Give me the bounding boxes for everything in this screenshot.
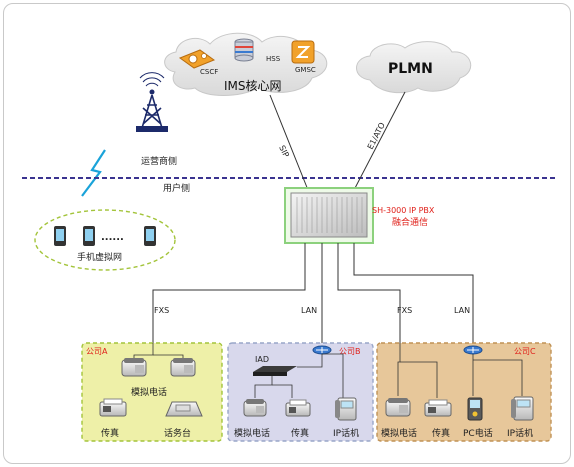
pbx-downlinks	[152, 243, 474, 345]
operator-console-icon	[165, 401, 203, 417]
cell-tower-icon	[136, 72, 168, 132]
mobile-network-label: 手机虚拟网	[77, 251, 122, 263]
cscf-label: CSCF	[200, 68, 218, 76]
sip-link	[269, 94, 309, 191]
pbx-model-label: SH-3000 IP PBX	[372, 206, 435, 215]
plmn-cloud	[356, 41, 472, 94]
router-icon	[312, 345, 332, 355]
company-b-fax-label: 传真	[291, 427, 309, 439]
router-icon	[463, 345, 483, 355]
mobile-phone-icon	[54, 226, 66, 246]
fxs-link-company-a	[152, 243, 306, 343]
company-c-pc-phone-label: PC电话	[463, 427, 493, 439]
plmn-label: PLMN	[388, 61, 433, 77]
company-c-analog-phone-label: 模拟电话	[381, 427, 417, 439]
company-a-title: 公司A	[86, 347, 108, 356]
company-b-wiring	[254, 353, 344, 398]
ims-label: IMS核心网	[224, 79, 282, 93]
fxs-label-right: FXS	[397, 306, 412, 315]
hss-database-icon	[234, 38, 254, 62]
analog-phone-icon	[121, 358, 147, 377]
company-b-ip-phone-label: IP话机	[333, 427, 359, 439]
company-b-box	[227, 342, 374, 442]
company-a-fax-label: 传真	[101, 427, 119, 439]
analog-phone-icon	[385, 398, 411, 417]
ip-phone-icon	[511, 396, 534, 421]
company-c-wiring	[397, 343, 523, 398]
e1-ato-link	[353, 91, 406, 191]
user-side-label: 用户侧	[163, 182, 190, 194]
fax-machine-icon	[424, 399, 452, 417]
mobile-virtual-network-group: ...... 手机虚拟网	[34, 209, 176, 271]
company-c-box	[376, 342, 552, 442]
gmsc-switch-icon	[291, 40, 315, 64]
company-b-analog-phone-label: 模拟电话	[234, 427, 270, 439]
company-a-analog-phone-label: 模拟电话	[131, 386, 167, 398]
fxs-link-company-c	[337, 243, 401, 343]
analog-phone-icon	[170, 358, 196, 377]
company-c-ip-phone-label: IP话机	[507, 427, 533, 439]
company-a-console-label: 话务台	[164, 427, 191, 439]
analog-phone-icon	[243, 399, 267, 417]
ellipsis-dots: ......	[101, 232, 124, 243]
fax-machine-icon	[99, 398, 127, 417]
mobile-phone-icon	[83, 226, 95, 246]
gmsc-label: GMSC	[295, 66, 316, 74]
company-b-title: 公司B	[339, 347, 361, 356]
company-c-title: 公司C	[514, 347, 536, 356]
ip-phone-icon	[335, 397, 357, 421]
operator-side-label: 运营商侧	[141, 155, 177, 167]
company-c-fax-label: 传真	[432, 427, 450, 439]
lan-link-company-c	[353, 243, 474, 345]
lan-label-mid: LAN	[301, 306, 317, 315]
cscf-icon	[178, 49, 216, 69]
pbx-subtitle-label: 融合通信	[392, 216, 428, 228]
iad-device-icon	[253, 366, 297, 376]
fax-machine-icon	[285, 399, 311, 417]
mobile-phone-icon	[144, 226, 156, 246]
pc-phone-icon	[467, 397, 483, 421]
iad-label: IAD	[255, 355, 269, 364]
fxs-label-left: FXS	[154, 306, 169, 315]
lan-label-right: LAN	[454, 306, 470, 315]
wireless-link-bolt	[81, 149, 106, 197]
hss-label: HSS	[266, 55, 281, 63]
sip-label: SIP	[277, 144, 291, 159]
ip-pbx-chassis	[284, 187, 374, 244]
